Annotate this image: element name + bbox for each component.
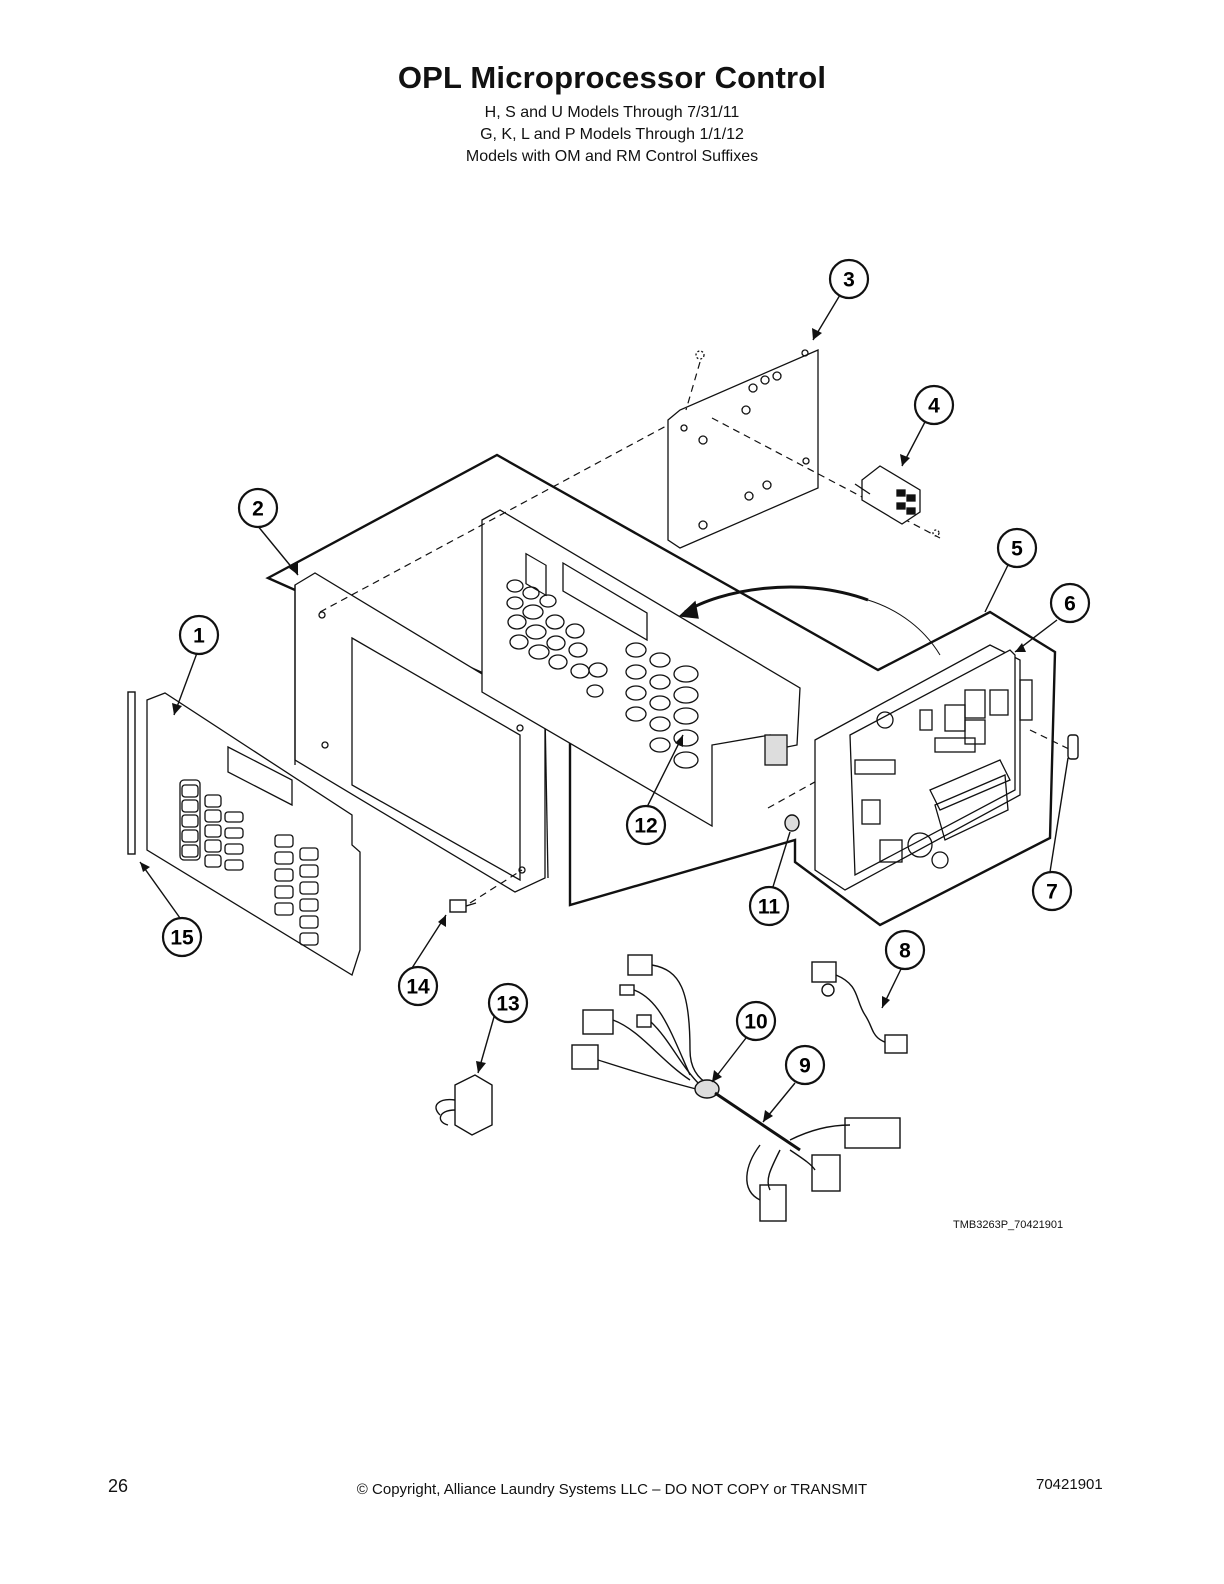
back-plate-part — [667, 349, 819, 549]
keypad-overlay-part — [481, 509, 801, 828]
subtitle-line-2: G, K, L and P Models Through 1/1/12 — [480, 126, 744, 143]
control-board-part — [814, 644, 1033, 891]
callout-1: 1 — [178, 614, 220, 656]
svg-text:6: 6 — [1064, 593, 1076, 616]
callout-7: 7 — [1031, 870, 1073, 912]
callout-15: 15 — [161, 916, 203, 958]
svg-text:10: 10 — [744, 1011, 767, 1034]
screw-part — [449, 899, 477, 913]
group-outline-display — [265, 453, 1057, 927]
svg-text:12: 12 — [634, 815, 657, 838]
svg-text:4: 4 — [928, 395, 940, 418]
svg-text:3: 3 — [843, 269, 855, 292]
display-bezel-part — [294, 572, 549, 893]
callout-4: 4 — [913, 384, 955, 426]
svg-text:15: 15 — [170, 927, 194, 950]
harness-9-part — [571, 954, 901, 1222]
svg-text:14: 14 — [406, 976, 430, 999]
callout-12: 12 — [625, 804, 667, 846]
subtitle-line-3: Models with OM and RM Control Suffixes — [465, 148, 759, 165]
page-number: 26 — [108, 1476, 129, 1496]
callout-5: 5 — [996, 527, 1038, 569]
callout-10: 10 — [735, 1000, 777, 1042]
keypad-overlay-buttons — [506, 579, 699, 769]
callout-11: 11 — [748, 885, 790, 927]
drawing-code: TMB3263P_70421901 — [953, 1219, 1064, 1231]
keypad-buttons — [181, 784, 319, 946]
svg-text:11: 11 — [758, 896, 781, 919]
gasket-strip-part — [127, 691, 136, 855]
callout-3: 3 — [828, 258, 870, 300]
copyright-notice: © Copyright, Alliance Laundry Systems LL… — [356, 1481, 868, 1498]
document-number: 70421901 — [1036, 1476, 1103, 1493]
fuse-part — [1067, 734, 1079, 760]
overlay-flip-arrow — [684, 585, 869, 614]
svg-text:7: 7 — [1046, 881, 1058, 904]
svg-text:9: 9 — [799, 1055, 811, 1078]
svg-text:1: 1 — [193, 625, 205, 648]
assembly-dash-lines — [319, 361, 1076, 904]
svg-text:5: 5 — [1011, 538, 1023, 561]
connector-13-part — [435, 1074, 493, 1136]
svg-text:2: 2 — [252, 498, 264, 521]
svg-text:13: 13 — [496, 993, 519, 1016]
callout-13: 13 — [487, 982, 529, 1024]
harness-8-part — [811, 961, 908, 1054]
relay-part — [854, 465, 940, 537]
callout-6: 6 — [1049, 582, 1091, 624]
callout-2: 2 — [237, 487, 279, 529]
leader-arrowheads — [140, 328, 1026, 1122]
callout-9: 9 — [784, 1044, 826, 1086]
keypad-part — [146, 692, 361, 976]
callout-14: 14 — [397, 965, 439, 1007]
standoff-part — [784, 814, 800, 832]
page-title: OPL Microprocessor Control — [397, 60, 827, 95]
callout-8: 8 — [884, 929, 926, 971]
svg-text:8: 8 — [899, 940, 911, 963]
subtitle-line-1: H, S and U Models Through 7/31/11 — [484, 104, 740, 121]
